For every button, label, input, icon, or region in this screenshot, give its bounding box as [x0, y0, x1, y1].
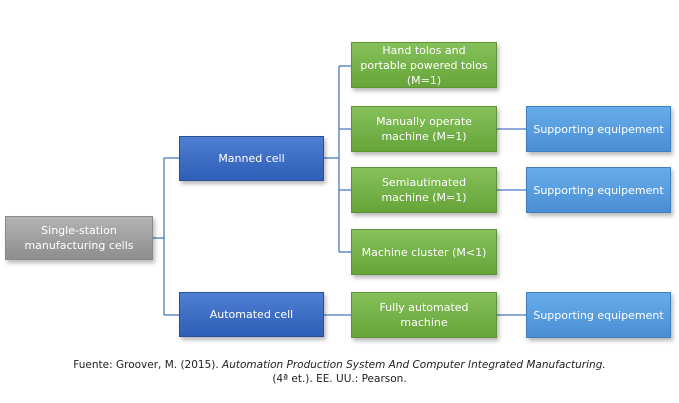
caption-book-title: Automation Production System And Compute… — [222, 359, 606, 371]
fully-automated-machine-node: Fully automated machine — [351, 292, 497, 338]
caption-line-1: Fuente: Groover, M. (2015). Automation P… — [0, 358, 679, 372]
supporting-equipment-node-1: Supporting equipement — [526, 106, 671, 152]
hand-tools-node: Hand tolos and portable powered tolos (M… — [351, 42, 497, 88]
source-caption: Fuente: Groover, M. (2015). Automation P… — [0, 358, 679, 386]
automated-cell-node: Automated cell — [179, 292, 324, 337]
caption-line-2: (4ª et.). EE. UU.: Pearson. — [272, 373, 407, 385]
machine-cluster-node: Machine cluster (M<1) — [351, 229, 497, 275]
supporting-equipment-node-2: Supporting equipement — [526, 167, 671, 213]
semiautomated-machine-node: Semiautimated machine (M=1) — [351, 167, 497, 213]
supporting-equipment-node-3: Supporting equipement — [526, 292, 671, 338]
manual-machine-node: Manually operate machine (M=1) — [351, 106, 497, 152]
caption-prefix: Fuente: Groover, M. (2015). — [73, 359, 223, 371]
manned-cell-node: Manned cell — [179, 136, 324, 181]
root-node: Single-station manufacturing cells — [5, 216, 153, 260]
